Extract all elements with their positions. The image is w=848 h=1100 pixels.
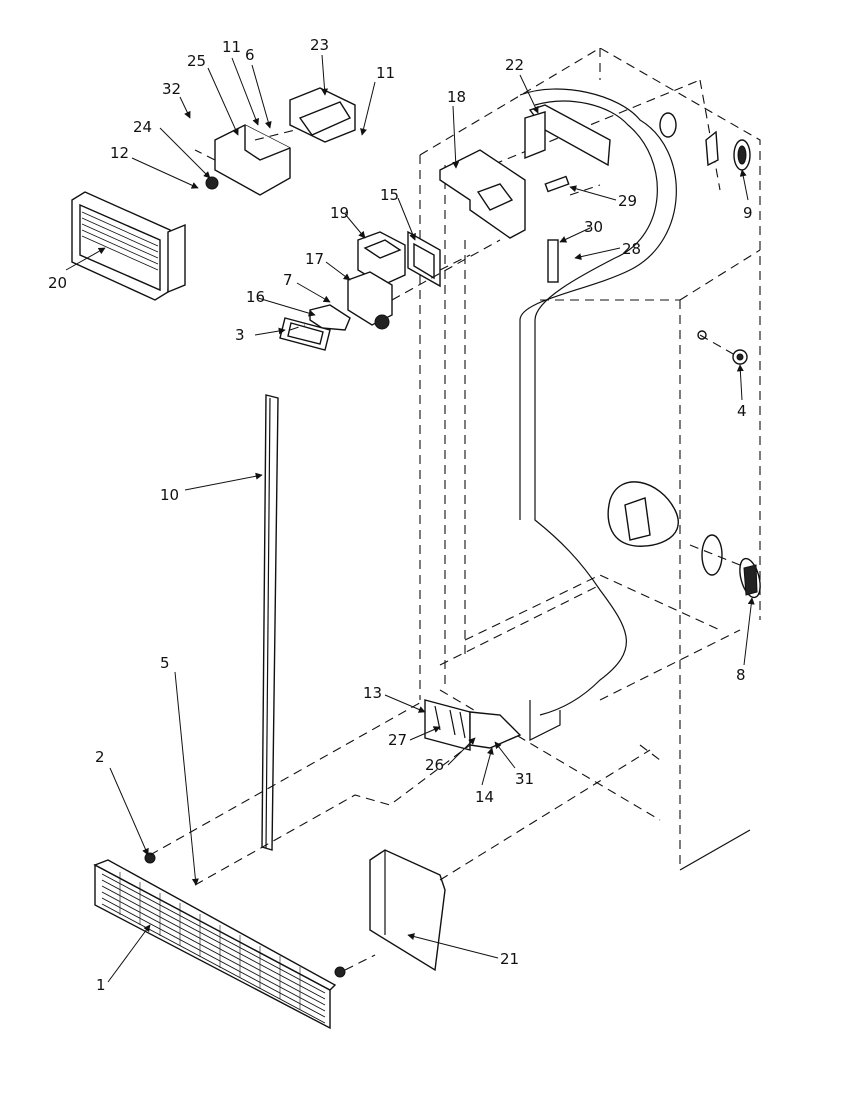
label-1: 1 xyxy=(96,976,106,994)
label-30: 30 xyxy=(584,218,603,236)
part-18-bracket xyxy=(439,149,526,239)
callout-labels: 1 2 3 4 5 6 7 8 9 10 11 11 12 13 14 15 1… xyxy=(48,36,753,994)
label-16: 16 xyxy=(246,288,265,306)
label-6: 6 xyxy=(245,46,255,64)
assembly-lines xyxy=(149,129,741,971)
label-2: 2 xyxy=(95,748,105,766)
part-17-housing xyxy=(347,271,393,330)
leader-lines xyxy=(65,54,755,983)
cabinet-outline xyxy=(419,47,761,871)
part-23-bracket xyxy=(289,87,356,143)
label-25: 25 xyxy=(187,52,206,70)
label-3: 3 xyxy=(235,326,245,344)
label-9: 9 xyxy=(743,204,753,222)
part-10-strip xyxy=(261,394,279,851)
label-22: 22 xyxy=(505,56,524,74)
label-5: 5 xyxy=(160,654,170,672)
label-27: 27 xyxy=(388,731,407,749)
label-4: 4 xyxy=(737,402,747,420)
part-21-cover xyxy=(369,849,446,972)
part-20-panel xyxy=(71,191,186,301)
label-29: 29 xyxy=(618,192,637,210)
duct-strip xyxy=(519,88,677,741)
label-14: 14 xyxy=(475,788,494,806)
part-16-actuator xyxy=(309,304,351,331)
label-11a: 11 xyxy=(222,38,241,56)
part-1-grille xyxy=(93,852,346,1030)
label-32: 32 xyxy=(162,80,181,98)
label-21: 21 xyxy=(500,950,519,968)
part-29-pin xyxy=(544,175,570,193)
part-4-grommet xyxy=(697,330,748,365)
label-11b: 11 xyxy=(376,64,395,82)
part-25-housing xyxy=(205,124,291,196)
part-13-assembly xyxy=(424,699,522,751)
part-30-strip xyxy=(547,239,559,283)
label-31: 31 xyxy=(515,770,534,788)
label-18: 18 xyxy=(447,88,466,106)
part-15-gasket xyxy=(407,230,441,288)
label-10: 10 xyxy=(160,486,179,504)
label-15: 15 xyxy=(380,186,399,204)
label-13: 13 xyxy=(363,684,382,702)
label-12: 12 xyxy=(110,144,129,162)
label-17: 17 xyxy=(305,250,324,268)
label-24: 24 xyxy=(133,118,152,136)
label-28: 28 xyxy=(622,240,641,258)
part-8-switch xyxy=(607,481,761,599)
label-19: 19 xyxy=(330,204,349,222)
part-9-lamp xyxy=(659,112,751,171)
label-7: 7 xyxy=(283,271,293,289)
label-20: 20 xyxy=(48,274,67,292)
part-22-bracket xyxy=(524,104,611,167)
label-8: 8 xyxy=(736,666,746,684)
label-26: 26 xyxy=(425,756,444,774)
label-23: 23 xyxy=(310,36,329,54)
